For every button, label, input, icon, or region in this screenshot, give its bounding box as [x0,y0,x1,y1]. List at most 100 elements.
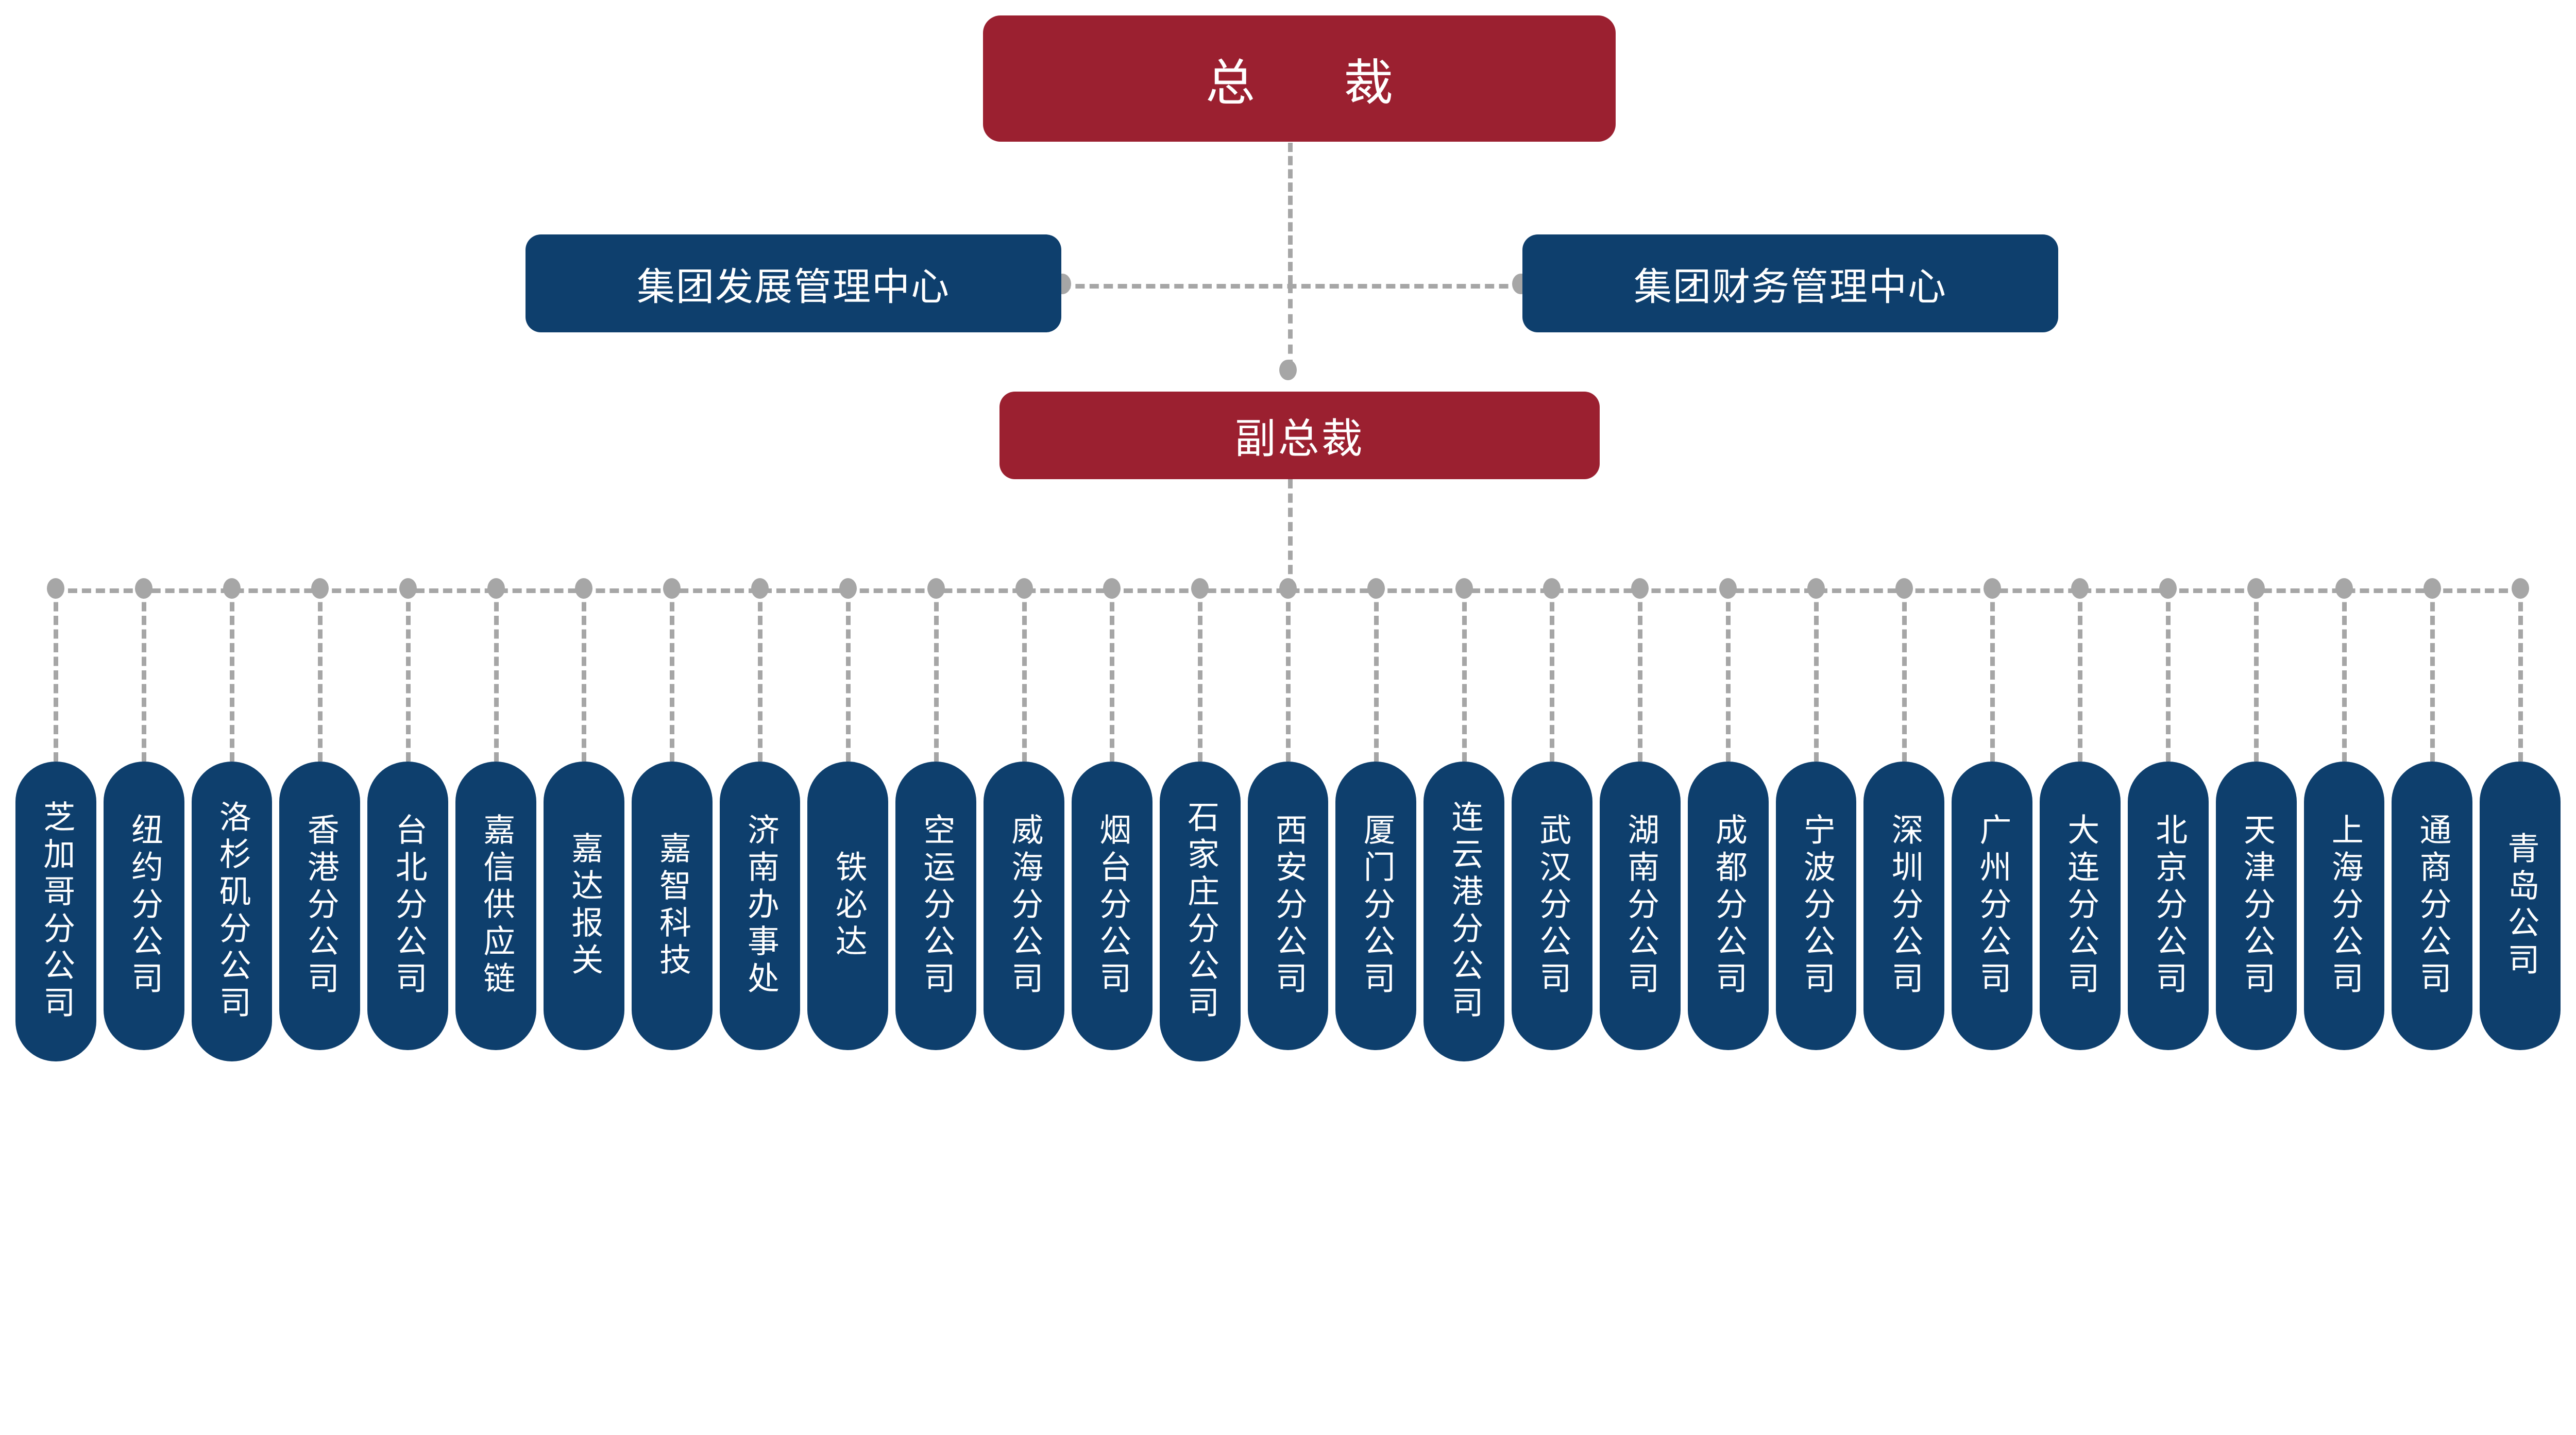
branch-box[interactable]: 连云港分公司 [1423,762,1505,1061]
president-label: 总 裁 [1206,56,1413,111]
node-bus-branch [1367,578,1385,599]
branch-box-label: 嘉达报关 [566,832,602,980]
connector-bus-to-branch [2166,588,2171,762]
node-bus-branch [1895,578,1913,599]
branch-box[interactable]: 香港分公司 [279,762,361,1050]
branch-box[interactable]: 嘉智科技 [631,762,713,1050]
branch-box[interactable]: 青岛公司 [2480,762,2561,1050]
node-group-finance-center[interactable]: 集团财务管理中心 [1522,234,2058,332]
branch-box[interactable]: 济南办事处 [719,762,801,1050]
branch-box[interactable]: 武汉分公司 [1512,762,1592,1050]
branch-box[interactable]: 嘉达报关 [543,762,624,1050]
branch-box-label: 大连分公司 [2062,813,2098,999]
node-bus-branch [839,578,857,599]
connector-bus-to-branch [1286,588,1291,762]
node-bus-branch [663,578,681,599]
node-bus-branch [2071,578,2089,599]
branch-box-label: 石家庄分公司 [1182,800,1218,1023]
node-bus-branch [927,578,945,599]
branch-box-label: 芝加哥分公司 [38,800,74,1023]
branch-box[interactable]: 大连分公司 [2040,762,2121,1050]
branch-box[interactable]: 厦门分公司 [1335,762,1417,1050]
node-bus-branch [1191,578,1209,599]
branch-box[interactable]: 上海分公司 [2303,762,2385,1050]
node-bus-branch [399,578,417,599]
branch-box[interactable]: 铁必达 [807,762,889,1050]
branch-box-label: 威海分公司 [1006,813,1042,999]
branch-box[interactable]: 洛杉矶分公司 [191,762,273,1061]
branch-box-label: 空运分公司 [918,813,954,999]
node-group-development-center[interactable]: 集团发展管理中心 [526,234,1061,332]
connector-crossbar-to-vp [1288,284,1293,369]
connector-bus-to-branch [1550,588,1555,762]
node-bus-branch [1983,578,2001,599]
branch-box[interactable]: 嘉信供应链 [455,762,536,1050]
connector-bus-to-branch [405,588,411,762]
node-bus-branch [1807,578,1825,599]
branch-box-label: 通商分公司 [2414,813,2450,999]
branch-box[interactable]: 西安分公司 [1247,762,1329,1050]
node-bus-branch [223,578,241,599]
branch-box-label: 深圳分公司 [1886,813,1922,999]
branch-box-label: 北京分公司 [2150,813,2187,999]
branch-box[interactable]: 台北分公司 [367,762,449,1050]
branch-box-label: 宁波分公司 [1798,813,1834,999]
node-bus-branch [1103,578,1121,599]
node-president[interactable]: 总 裁 [983,15,1616,142]
branch-box-label: 洛杉矶分公司 [214,800,250,1023]
branch-box-label: 铁必达 [830,850,866,961]
branch-box[interactable]: 天津分公司 [2215,762,2297,1050]
branch-box-label: 广州分公司 [1974,813,2010,999]
connector-bus-to-branch [1902,588,1907,762]
node-vp [1279,360,1297,380]
connector-bus-to-branch [934,588,939,762]
node-bus-branch [2159,578,2177,599]
branch-box-label: 青岛公司 [2502,832,2538,980]
branch-box[interactable]: 深圳分公司 [1863,762,1945,1050]
node-vice-president[interactable]: 副总裁 [999,392,1600,479]
node-bus-branch [2247,578,2265,599]
branch-box-label: 天津分公司 [2238,813,2274,999]
connector-bus-to-branch [1110,588,1115,762]
branch-box[interactable]: 北京分公司 [2127,762,2209,1050]
branch-box-label: 连云港分公司 [1446,800,1482,1023]
node-bus-branch [135,578,153,599]
connector-bus-to-branch [1462,588,1467,762]
branch-box[interactable]: 广州分公司 [1952,762,2033,1050]
branch-box[interactable]: 通商分公司 [2392,762,2473,1050]
branch-box[interactable]: 纽约分公司 [103,762,184,1050]
branch-box[interactable]: 成都分公司 [1687,762,1769,1050]
branch-box[interactable]: 湖南分公司 [1599,762,1681,1050]
connector-bus-to-branch [758,588,763,762]
branch-box[interactable]: 空运分公司 [895,762,977,1050]
branch-box-label: 烟台分公司 [1094,813,1130,999]
branch-box[interactable]: 芝加哥分公司 [15,762,96,1061]
node-bus-branch [1631,578,1649,599]
branch-box-label: 上海分公司 [2326,813,2362,999]
branch-box-label: 厦门分公司 [1358,813,1394,999]
branch-box[interactable]: 烟台分公司 [1071,762,1153,1050]
node-bus-branch [2335,578,2353,599]
node-bus-branch [1719,578,1737,599]
connector-bus-to-branch [54,588,59,762]
node-bus-branch [1015,578,1033,599]
connector-bus-to-branch [1638,588,1643,762]
connector-bus-to-branch [317,588,323,762]
connector-bus-to-branch [1022,588,1027,762]
connector-bus-to-branch [845,588,851,762]
branch-box-label: 西安分公司 [1270,813,1306,999]
connector-bus-to-branch [1198,588,1203,762]
connector-president-to-crossbar [1288,143,1293,284]
connector-bus-to-branch [2254,588,2259,762]
branch-box-label: 成都分公司 [1710,813,1746,999]
group-development-center-label: 集团发展管理中心 [637,265,950,308]
branch-box[interactable]: 威海分公司 [984,762,1064,1050]
branch-box[interactable]: 宁波分公司 [1775,762,1857,1050]
connector-bus-to-branch [230,588,235,762]
connector-bus-to-branch [2078,588,2083,762]
branch-box[interactable]: 石家庄分公司 [1159,762,1241,1061]
connector-bus-to-branch [1990,588,1995,762]
node-bus-branch [575,578,593,599]
connector-bus-to-branch [2430,588,2435,762]
